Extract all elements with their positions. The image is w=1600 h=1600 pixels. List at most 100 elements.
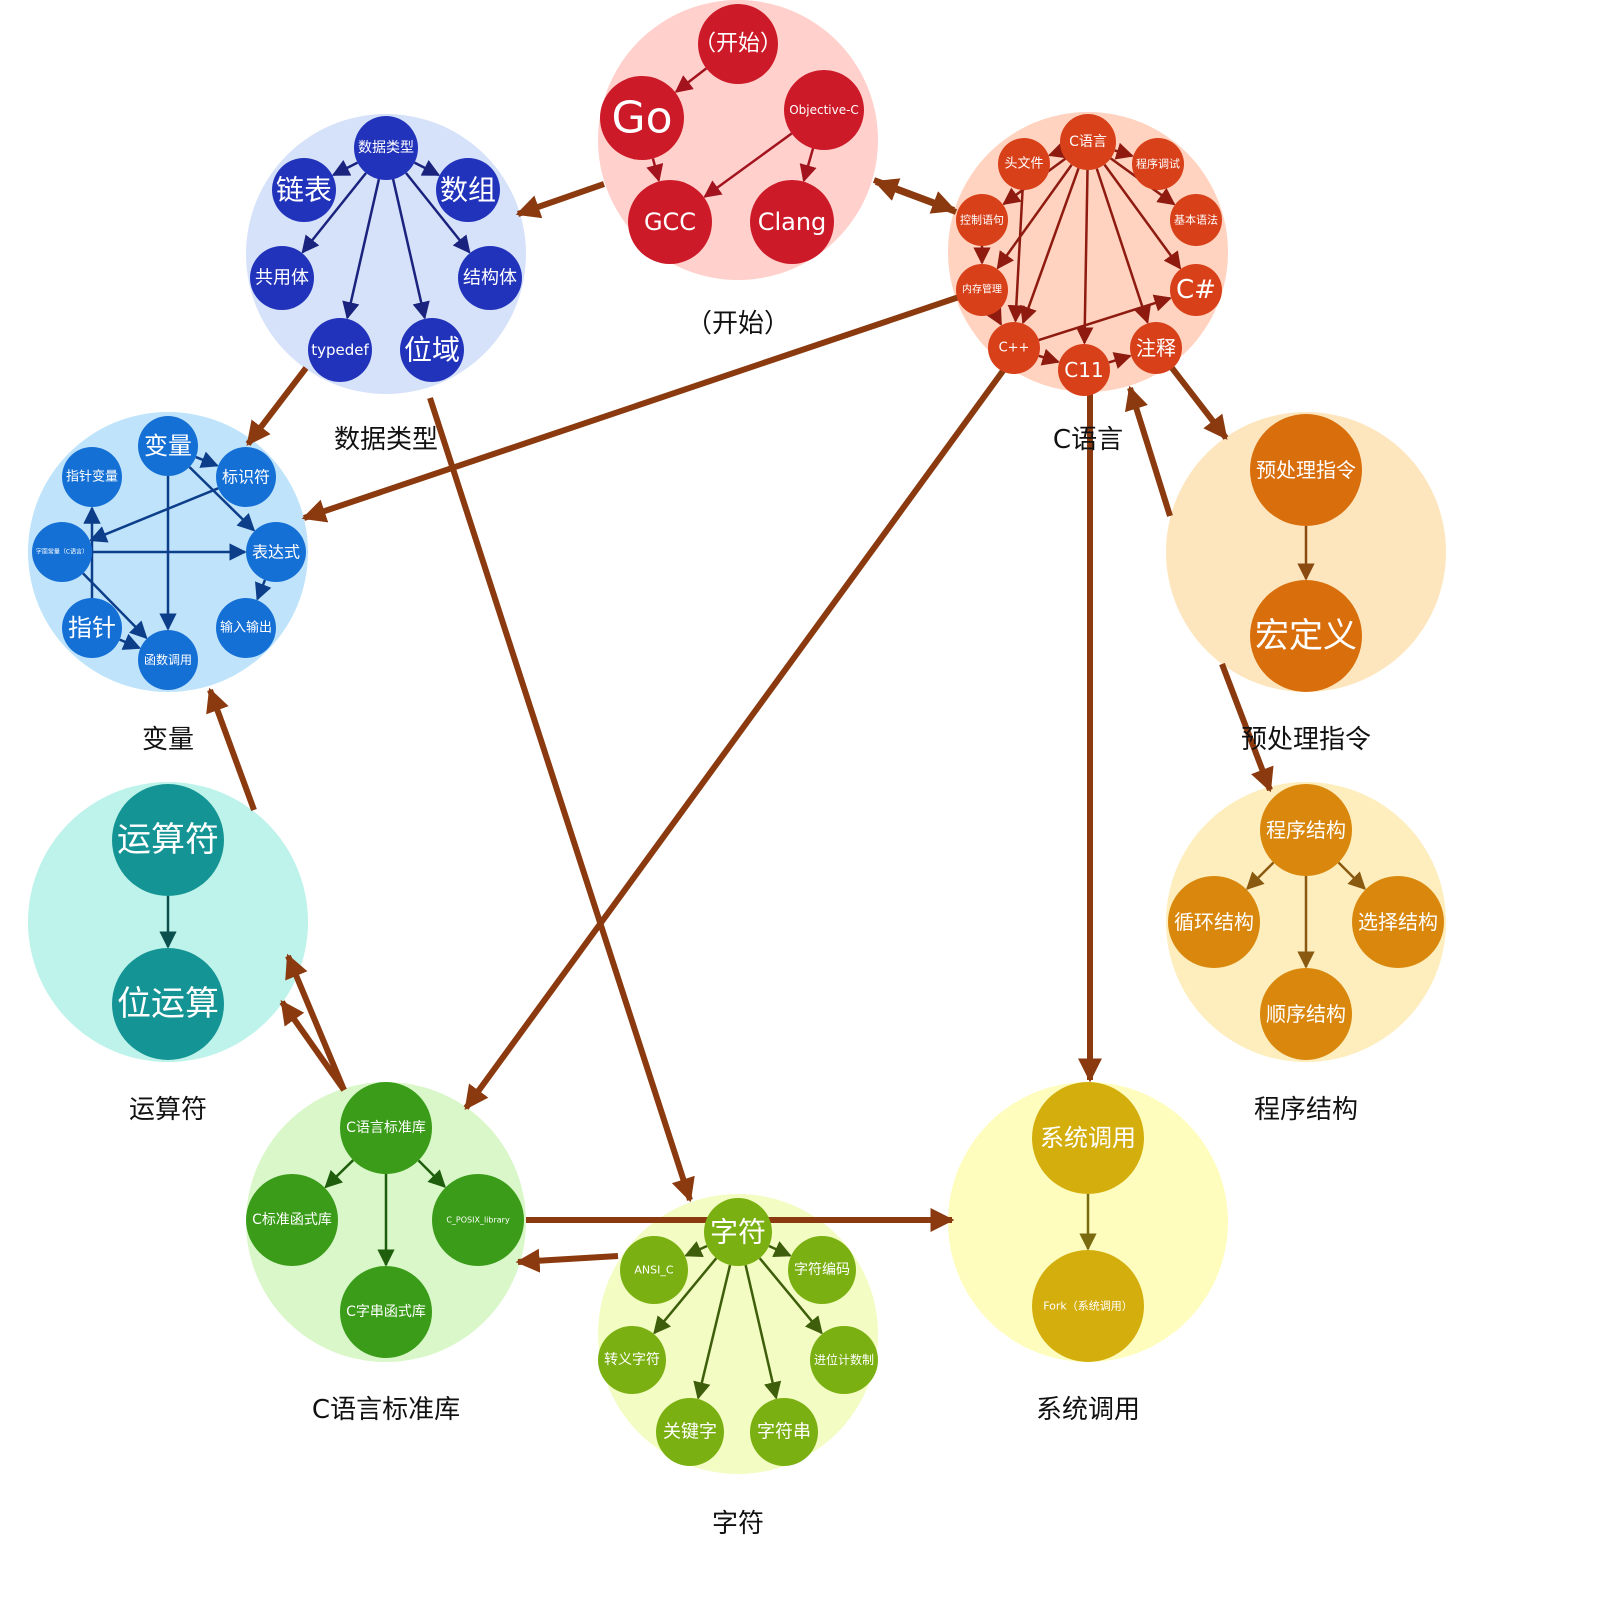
node-sl_func[interactable]: C标准函式库: [246, 1174, 338, 1266]
node-ch_main[interactable]: 字符: [704, 1198, 772, 1266]
node-circle-sl_main[interactable]: [340, 1082, 432, 1174]
node-dt_list[interactable]: 链表: [272, 158, 336, 222]
node-circle-start_clang[interactable]: [750, 180, 834, 264]
node-ch_escape[interactable]: 转义字符: [598, 1326, 666, 1394]
node-circle-start_objc[interactable]: [784, 70, 864, 150]
node-circle-v_call[interactable]: [138, 630, 198, 690]
node-circle-sc_fork[interactable]: [1032, 1250, 1144, 1362]
node-circle-dt_main[interactable]: [354, 116, 418, 180]
node-dt_bitfield[interactable]: 位域: [400, 318, 464, 382]
node-v_literal[interactable]: 字面常量（C语言）: [32, 522, 92, 582]
node-circle-c_csharp[interactable]: [1170, 264, 1222, 316]
node-circle-start_start[interactable]: [698, 4, 778, 84]
node-circle-ch_escape[interactable]: [598, 1326, 666, 1394]
node-pp_macro[interactable]: 宏定义: [1250, 580, 1362, 692]
node-pp_main[interactable]: 预处理指令: [1250, 414, 1362, 526]
node-circle-dt_bitfield[interactable]: [400, 318, 464, 382]
node-v_expr[interactable]: 表达式: [246, 522, 306, 582]
node-circle-ps_select[interactable]: [1352, 876, 1444, 968]
node-circle-ch_main[interactable]: [704, 1198, 772, 1266]
node-ch_enc[interactable]: 字符编码: [788, 1236, 856, 1304]
node-dt_struct[interactable]: 结构体: [458, 246, 522, 310]
node-v_ptr[interactable]: 指针: [62, 598, 122, 658]
node-c_comment[interactable]: 注释: [1130, 322, 1182, 374]
node-circle-dt_struct[interactable]: [458, 246, 522, 310]
node-sc_main[interactable]: 系统调用: [1032, 1082, 1144, 1194]
node-start_go[interactable]: Go: [600, 76, 684, 160]
node-op_bit[interactable]: 位运算: [112, 948, 224, 1060]
node-circle-v_expr[interactable]: [246, 522, 306, 582]
node-op_main[interactable]: 运算符: [112, 784, 224, 896]
node-ps_seq[interactable]: 顺序结构: [1260, 968, 1352, 1060]
node-c_header[interactable]: 头文件: [998, 138, 1050, 190]
node-c_csharp[interactable]: C#: [1170, 264, 1222, 316]
node-circle-c_syntax[interactable]: [1170, 194, 1222, 246]
node-start_start[interactable]: （开始）: [694, 4, 782, 84]
node-c_memory[interactable]: 内存管理: [956, 264, 1008, 316]
node-dt_typedef[interactable]: typedef: [308, 318, 372, 382]
node-sc_fork[interactable]: Fork（系统调用）: [1032, 1250, 1144, 1362]
node-ch_keyword[interactable]: 关键字: [656, 1398, 724, 1466]
node-circle-sl_posix[interactable]: [432, 1174, 524, 1266]
node-dt_main[interactable]: 数据类型: [354, 116, 418, 180]
node-circle-c_memory[interactable]: [956, 264, 1008, 316]
node-dt_union[interactable]: 共用体: [250, 246, 314, 310]
node-circle-ps_seq[interactable]: [1260, 968, 1352, 1060]
node-ch_ansi[interactable]: ANSI_C: [620, 1236, 688, 1304]
node-v_ptrvar[interactable]: 指针变量: [62, 447, 122, 507]
node-ps_select[interactable]: 选择结构: [1352, 876, 1444, 968]
node-ch_string[interactable]: 字符串: [750, 1398, 818, 1466]
node-circle-v_io[interactable]: [216, 598, 276, 658]
node-circle-dt_union[interactable]: [250, 246, 314, 310]
node-circle-ch_string[interactable]: [750, 1398, 818, 1466]
node-circle-ps_main[interactable]: [1260, 784, 1352, 876]
node-circle-ps_loop[interactable]: [1168, 876, 1260, 968]
node-circle-v_main[interactable]: [138, 416, 198, 476]
node-circle-start_gcc[interactable]: [628, 180, 712, 264]
node-circle-v_ptr[interactable]: [62, 598, 122, 658]
node-circle-sl_func[interactable]: [246, 1174, 338, 1266]
node-c_cpp[interactable]: C++: [988, 322, 1040, 374]
node-c_c11[interactable]: C11: [1058, 344, 1110, 396]
node-c_control[interactable]: 控制语句: [956, 194, 1008, 246]
node-v_io[interactable]: 输入输出: [216, 598, 276, 658]
node-dt_array[interactable]: 数组: [436, 158, 500, 222]
node-c_main[interactable]: C语言: [1060, 114, 1116, 170]
node-circle-ch_base[interactable]: [810, 1326, 878, 1394]
node-circle-pp_macro[interactable]: [1250, 580, 1362, 692]
node-start_clang[interactable]: Clang: [750, 180, 834, 264]
node-v_ident[interactable]: 标识符: [216, 447, 276, 507]
node-ps_main[interactable]: 程序结构: [1260, 784, 1352, 876]
node-sl_posix[interactable]: C_POSIX_library: [432, 1174, 524, 1266]
node-start_gcc[interactable]: GCC: [628, 180, 712, 264]
node-circle-v_ident[interactable]: [216, 447, 276, 507]
node-sl_str[interactable]: C字串函式库: [340, 1266, 432, 1358]
node-v_main[interactable]: 变量: [138, 416, 198, 476]
node-circle-pp_main[interactable]: [1250, 414, 1362, 526]
node-circle-c_main[interactable]: [1060, 114, 1116, 170]
node-circle-op_main[interactable]: [112, 784, 224, 896]
node-circle-dt_array[interactable]: [436, 158, 500, 222]
node-circle-v_ptrvar[interactable]: [62, 447, 122, 507]
node-circle-c_control[interactable]: [956, 194, 1008, 246]
node-circle-dt_typedef[interactable]: [308, 318, 372, 382]
node-circle-v_literal[interactable]: [32, 522, 92, 582]
node-circle-ch_keyword[interactable]: [656, 1398, 724, 1466]
node-ch_base[interactable]: 进位计数制: [810, 1326, 878, 1394]
node-v_call[interactable]: 函数调用: [138, 630, 198, 690]
node-c_syntax[interactable]: 基本语法: [1170, 194, 1222, 246]
node-circle-c_debug[interactable]: [1132, 138, 1184, 190]
node-circle-ch_enc[interactable]: [788, 1236, 856, 1304]
node-circle-c_c11[interactable]: [1058, 344, 1110, 396]
node-sl_main[interactable]: C语言标准库: [340, 1082, 432, 1174]
node-circle-dt_list[interactable]: [272, 158, 336, 222]
node-circle-sc_main[interactable]: [1032, 1082, 1144, 1194]
node-start_objc[interactable]: Objective-C: [784, 70, 864, 150]
node-circle-c_header[interactable]: [998, 138, 1050, 190]
node-circle-c_comment[interactable]: [1130, 322, 1182, 374]
node-circle-op_bit[interactable]: [112, 948, 224, 1060]
node-circle-sl_str[interactable]: [340, 1266, 432, 1358]
node-ps_loop[interactable]: 循环结构: [1168, 876, 1260, 968]
node-circle-ch_ansi[interactable]: [620, 1236, 688, 1304]
node-c_debug[interactable]: 程序调试: [1132, 138, 1184, 190]
